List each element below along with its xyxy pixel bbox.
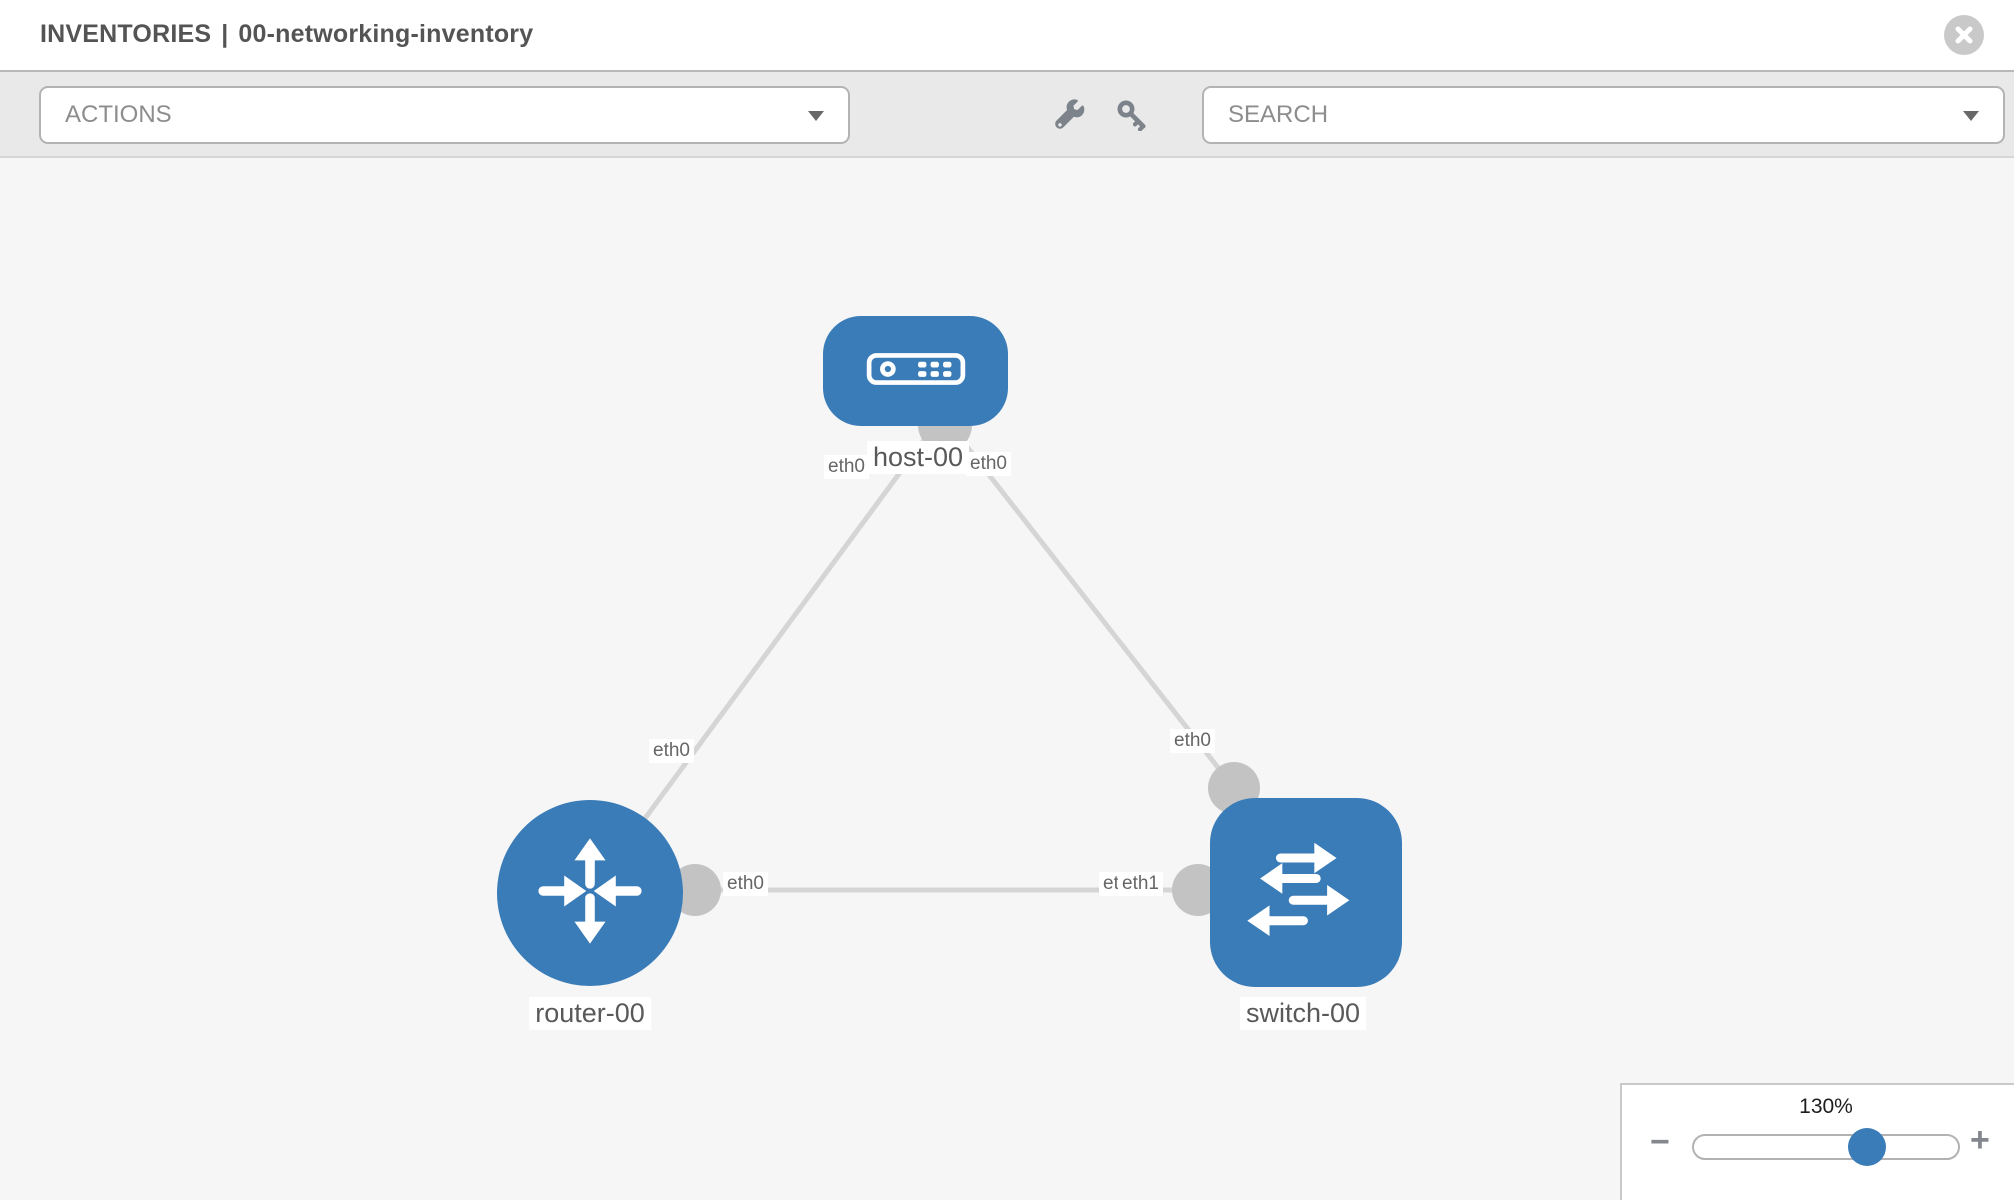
- chevron-down-icon: [1963, 111, 1979, 121]
- zoom-panel: 130% − +: [1620, 1083, 2014, 1200]
- topology-links-layer: [587, 398, 1260, 916]
- zoom-in-button[interactable]: +: [1970, 1121, 1990, 1159]
- host-icon: [866, 351, 966, 392]
- node-switch-00[interactable]: [1210, 798, 1402, 987]
- node-label-host[interactable]: host-00: [866, 441, 970, 474]
- interface-label: eth0: [1170, 729, 1215, 753]
- actions-dropdown[interactable]: ACTIONS: [39, 86, 850, 144]
- zoom-level-value: 130%: [1799, 1095, 1853, 1118]
- switch-icon: [1242, 826, 1370, 959]
- key-icon[interactable]: [1116, 99, 1148, 132]
- zoom-slider[interactable]: [1692, 1128, 1960, 1166]
- chevron-down-icon: [808, 111, 824, 121]
- zoom-out-button[interactable]: −: [1650, 1123, 1670, 1161]
- interface-label: eth1: [1118, 872, 1163, 896]
- link-router-host[interactable]: [587, 423, 938, 895]
- inventory-name: 00-networking-inventory: [238, 20, 534, 48]
- link-switch-host[interactable]: [948, 423, 1236, 790]
- router-icon: [530, 831, 650, 956]
- close-icon[interactable]: [1944, 15, 1984, 55]
- toolbar: ACTIONS SEARCH: [0, 72, 2014, 158]
- interface-label: eth0: [649, 739, 694, 763]
- node-host-00[interactable]: [823, 316, 1008, 426]
- breadcrumb-section: INVENTORIES: [40, 20, 212, 48]
- interface-label: eth0: [723, 872, 768, 896]
- header: INVENTORIES | 00-networking-inventory: [0, 0, 2014, 72]
- node-label-switch[interactable]: switch-00: [1239, 997, 1367, 1030]
- wrench-icon[interactable]: [1054, 99, 1086, 131]
- node-router-00[interactable]: [497, 800, 683, 986]
- interface-label: eth0: [824, 455, 869, 479]
- topology-canvas[interactable]: host-00 router-00 switch-00 eth0 eth0 et…: [0, 158, 2014, 1200]
- title-separator: |: [221, 20, 229, 48]
- zoom-slider-thumb[interactable]: [1848, 1128, 1886, 1166]
- search-dropdown[interactable]: SEARCH: [1202, 86, 2005, 144]
- actions-dropdown-label: ACTIONS: [65, 101, 172, 128]
- page-title: INVENTORIES | 00-networking-inventory: [40, 20, 533, 49]
- interface-label: eth0: [966, 452, 1011, 476]
- node-label-router[interactable]: router-00: [529, 997, 651, 1030]
- search-placeholder: SEARCH: [1228, 101, 1329, 128]
